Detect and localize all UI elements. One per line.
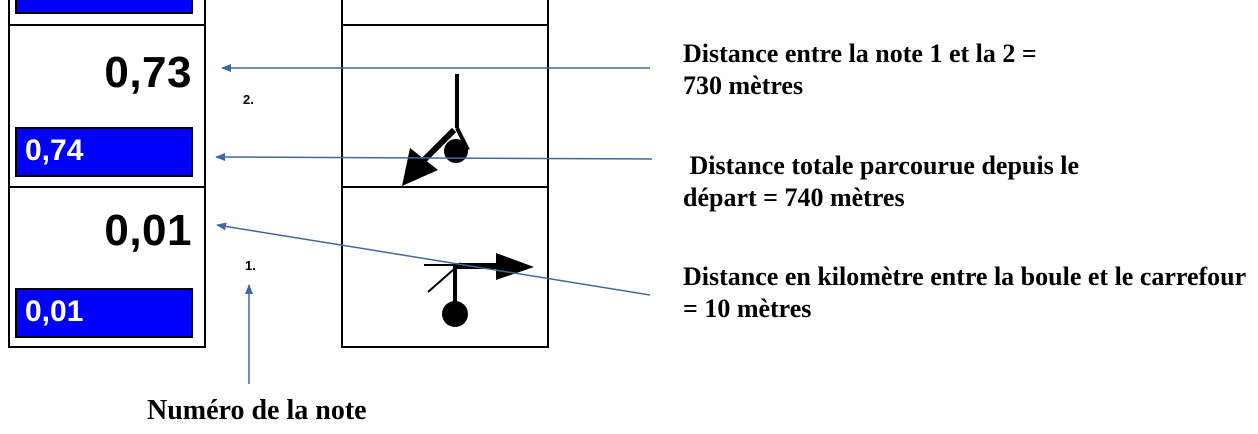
annotation-partial-distance: Distance entre la note 1 et la 2 = 730 m… xyxy=(683,39,1037,100)
pictogram-column-border xyxy=(547,0,549,348)
total-distance-2: 0,74 xyxy=(15,127,193,177)
row-divider xyxy=(8,24,206,26)
annotation-note-number: Numéro de la note xyxy=(147,395,367,426)
distance-column xyxy=(8,0,206,348)
annotation-total-distance: Distance totale parcourue depuis le dépa… xyxy=(683,151,1086,212)
pictogram-column-border xyxy=(341,0,343,348)
row-divider xyxy=(341,346,549,348)
row-divider xyxy=(341,24,549,26)
row-divider xyxy=(341,186,549,188)
note-number-1: 1. xyxy=(245,258,256,273)
partial-distance-1: 0,01 xyxy=(104,206,192,255)
annotation-kilometre-distance: Distance en kilomètre entre la boule et … xyxy=(683,262,1246,323)
arrow-total-distance xyxy=(215,153,653,162)
previous-total-box xyxy=(15,0,193,14)
pictogram-right-turn-icon xyxy=(424,253,534,327)
total-distance-1: 0,01 xyxy=(15,288,193,338)
partial-distance-2: 0,73 xyxy=(104,48,192,97)
row-divider xyxy=(8,186,206,188)
note-number-2: 2. xyxy=(243,92,254,107)
pictogram-left-turn-icon xyxy=(402,74,470,186)
arrow-kilometre-distance xyxy=(216,222,651,296)
